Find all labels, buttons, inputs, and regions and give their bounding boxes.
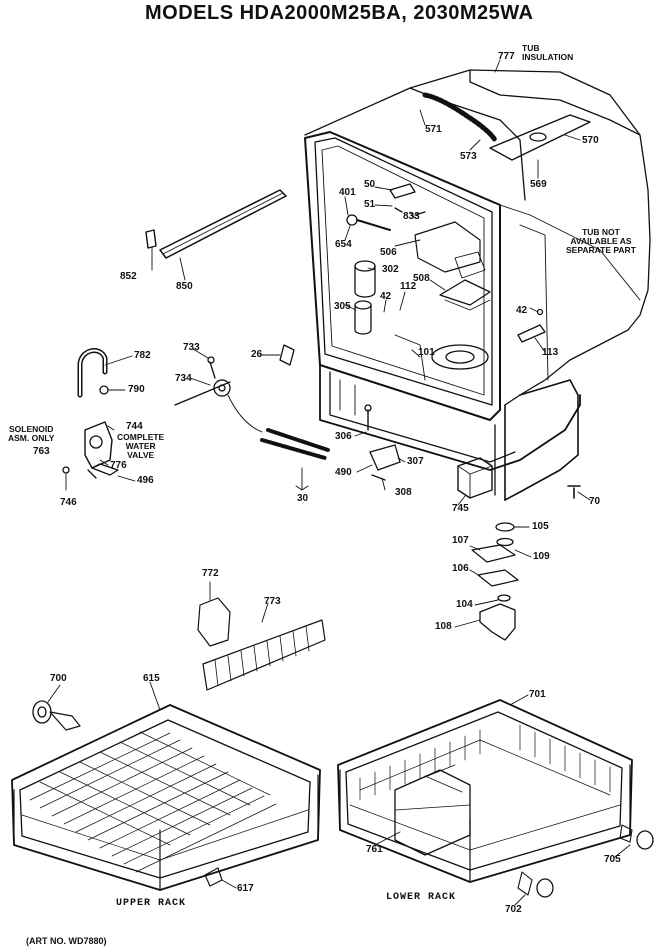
note-line: VALVE	[127, 450, 155, 460]
part-label-26: 26	[251, 349, 263, 360]
part-label-615: 615	[143, 673, 160, 684]
part-label-106: 106	[452, 563, 469, 574]
part-label-496: 496	[137, 475, 154, 486]
part-label-734: 734	[175, 373, 192, 384]
part-label-570: 570	[582, 135, 599, 146]
part-label-833: 833	[403, 211, 420, 222]
part-label-107: 107	[452, 535, 469, 546]
rack-roller-700	[33, 701, 80, 730]
part-label-571: 571	[425, 124, 442, 135]
part-label-506: 506	[380, 247, 397, 258]
note-line: COMPLETE	[117, 432, 165, 442]
diagram-title: MODELS HDA2000M25BA, 2030M25WA	[145, 2, 534, 24]
note-line: SEPARATE PART	[566, 245, 636, 255]
note-line: WATER	[125, 441, 156, 451]
part-label-105: 105	[532, 521, 549, 532]
part-label-42: 42	[380, 291, 392, 302]
part-label-746: 746	[60, 497, 77, 508]
part-label-308: 308	[395, 487, 412, 498]
heating-element-30	[262, 430, 328, 490]
note-complete-valve: COMPLETE WATER VALVE	[117, 433, 164, 460]
part-label-617: 617	[237, 883, 254, 894]
part-label-705: 705	[604, 854, 621, 865]
part-label-569: 569	[530, 179, 547, 190]
part-label-51: 51	[364, 199, 376, 210]
note-line: SOLENOID	[9, 424, 54, 434]
part-label-777: 777	[498, 51, 515, 62]
part-label-108: 108	[435, 621, 452, 632]
part-label-112: 112	[400, 281, 417, 292]
note-line: TUB	[522, 43, 540, 53]
caption-upper-rack: UPPER RACK	[116, 898, 187, 909]
part-label-852: 852	[120, 271, 137, 282]
leader-lines	[48, 60, 630, 905]
part-label-573: 573	[460, 151, 477, 162]
part-label-104: 104	[456, 599, 473, 610]
tub-assembly	[305, 70, 650, 500]
note-tub-insulation: TUB INSULATION	[522, 44, 573, 62]
note-solenoid: SOLENOID ASM. ONLY	[8, 425, 54, 443]
part-label-776: 776	[110, 460, 127, 471]
motor-745	[458, 458, 580, 498]
part-label-306: 306	[335, 431, 352, 442]
part-label-305: 305	[334, 301, 351, 312]
part-label-30: 30	[297, 493, 309, 504]
part-label-763: 763	[33, 446, 50, 457]
part-label-109: 109	[533, 551, 550, 562]
part-label-772: 772	[202, 568, 219, 579]
upper-rack-615	[12, 705, 320, 890]
part-label-773: 773	[264, 596, 281, 607]
part-label-745: 745	[452, 503, 469, 514]
part-label-70: 70	[589, 496, 601, 507]
part-label-401: 401	[339, 187, 356, 198]
part-label-654: 654	[335, 239, 352, 250]
part-label-733: 733	[183, 342, 200, 353]
wire-harness-734	[175, 345, 294, 432]
note-line: TUB NOT	[582, 227, 620, 237]
hose-782	[80, 351, 108, 395]
part-label-790: 790	[128, 384, 145, 395]
bracket-307	[365, 405, 400, 480]
part-label-101: 101	[418, 347, 435, 358]
part-label-490: 490	[335, 467, 352, 478]
part-label-307: 307	[407, 456, 424, 467]
part-label-702: 702	[505, 904, 522, 915]
part-label-113: 113	[542, 347, 559, 358]
note-tub-not-available: TUB NOT AVAILABLE AS SEPARATE PART	[566, 228, 636, 255]
pump-parts-stack	[472, 523, 518, 640]
door-seal-850	[146, 190, 286, 258]
note-line: INSULATION	[522, 52, 574, 62]
part-label-700: 700	[50, 673, 67, 684]
note-line: ASM. ONLY	[8, 433, 55, 443]
lower-rack-701	[338, 700, 653, 897]
caption-lower-rack: LOWER RACK	[386, 892, 457, 903]
part-label-42-right: 42	[516, 305, 528, 316]
part-label-701: 701	[529, 689, 546, 700]
part-label-50: 50	[364, 179, 376, 190]
part-label-744: 744	[126, 421, 143, 432]
water-valve-744	[63, 422, 118, 478]
part-label-302: 302	[382, 264, 399, 275]
part-label-850: 850	[176, 281, 193, 292]
part-label-508: 508	[413, 273, 430, 284]
part-label-782: 782	[134, 350, 151, 361]
note-line: AVAILABLE AS	[570, 236, 632, 246]
art-number: (ART NO. WD7880)	[26, 936, 107, 946]
rack-guide-772	[198, 598, 325, 690]
part-label-761: 761	[366, 844, 383, 855]
